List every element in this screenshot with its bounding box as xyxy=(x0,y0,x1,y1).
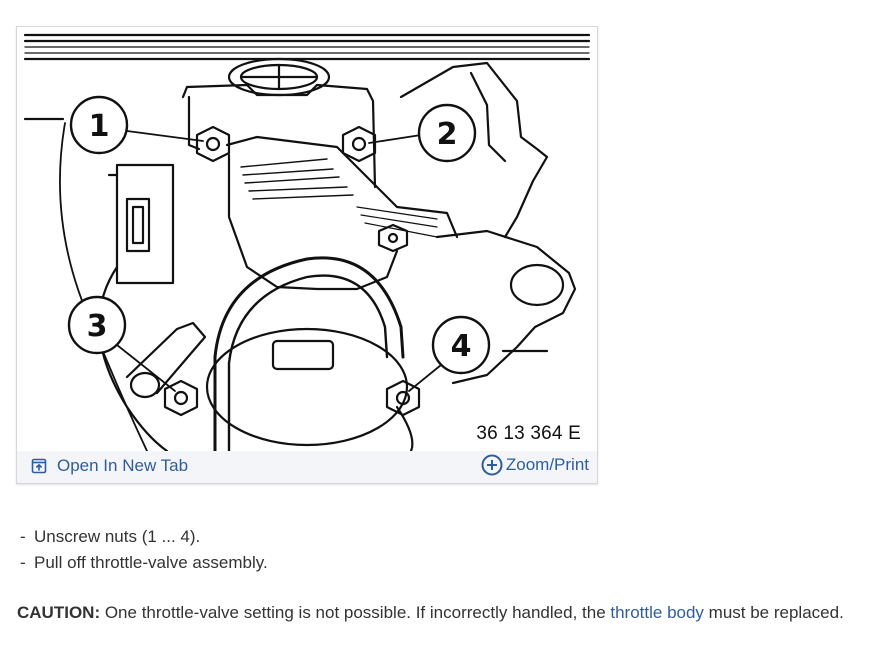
nut-1 xyxy=(195,125,231,163)
open-in-new-tab-label: Open In New Tab xyxy=(57,456,189,475)
sensor-housing xyxy=(115,163,175,285)
small-hex-nut xyxy=(377,223,409,253)
nut-4 xyxy=(385,379,421,417)
intake-arch-outer xyxy=(213,256,405,451)
throttle-plate xyxy=(271,339,335,371)
throttle-body-top xyxy=(225,135,459,239)
intake-arch-inner xyxy=(227,274,389,451)
open-new-tab-icon xyxy=(31,458,47,474)
callout-circle-1 xyxy=(69,95,129,155)
callout-leader-2 xyxy=(368,134,422,144)
callout-leader-4 xyxy=(408,364,442,392)
diagram-drawing: 1 2 3 4 xyxy=(23,33,591,451)
throttle-bore xyxy=(205,327,409,447)
caution-text-before: One throttle-valve setting is not possib… xyxy=(100,603,611,622)
throttle-valve-diagram[interactable]: 1 2 3 4 36 13 364 E xyxy=(17,27,597,451)
intake-bracket xyxy=(399,61,549,239)
callout-circle-2 xyxy=(417,103,477,163)
lower-left-pipe xyxy=(125,321,207,395)
callout-number-4: 4 xyxy=(451,329,472,364)
right-flange xyxy=(435,229,577,385)
small-hex-nut-hole xyxy=(387,232,399,244)
nut-3 xyxy=(163,379,199,417)
step-bullet: - xyxy=(20,527,26,546)
callout-number-1: 1 xyxy=(89,109,110,144)
callout-leader-1 xyxy=(126,130,204,142)
upper-housing xyxy=(181,83,377,189)
figure-code: 36 13 364 E xyxy=(476,423,581,444)
open-in-new-tab-link[interactable]: Open In New Tab xyxy=(31,456,188,476)
sensor-connector-pin xyxy=(131,205,145,245)
callout-circle-4 xyxy=(431,315,491,375)
caution-text-after: must be replaced. xyxy=(703,603,844,622)
procedure-steps: -Unscrew nuts (1 ... 4). -Pull off throt… xyxy=(20,524,268,576)
throttle-body-ribs xyxy=(240,158,354,200)
step-item: -Pull off throttle-valve assembly. xyxy=(20,550,268,576)
caution-note: CAUTION: One throttle-valve setting is n… xyxy=(17,603,892,623)
nut-2 xyxy=(341,125,377,163)
throttle-body-side xyxy=(227,153,399,291)
callout-number-2: 2 xyxy=(437,117,458,152)
step-text: Pull off throttle-valve assembly. xyxy=(34,553,268,572)
zoom-plus-icon xyxy=(481,454,503,476)
step-item: -Unscrew nuts (1 ... 4). xyxy=(20,524,268,550)
intake-bracket-inner xyxy=(469,71,507,163)
flange-hole xyxy=(509,263,565,307)
lower-right-contour xyxy=(395,405,414,451)
zoom-print-link[interactable]: Zoom/Print xyxy=(481,454,589,476)
figure-card: 1 2 3 4 36 13 364 E Open In New Tab Zoom… xyxy=(16,26,598,484)
callout-leader-3 xyxy=(116,344,176,392)
step-bullet: - xyxy=(20,553,26,572)
step-text: Unscrew nuts (1 ... 4). xyxy=(34,527,201,546)
throttle-body-link[interactable]: throttle body xyxy=(610,603,704,622)
callout-circle-3 xyxy=(67,295,127,355)
left-outer-contour xyxy=(98,265,169,451)
lower-left-pipe-end xyxy=(129,371,161,399)
zoom-print-label: Zoom/Print xyxy=(505,455,589,474)
sensor-connector xyxy=(125,197,151,253)
upper-housing-left xyxy=(187,95,201,151)
callout-number-3: 3 xyxy=(87,309,108,344)
throttle-body-ribs xyxy=(356,206,438,238)
caution-label: CAUTION: xyxy=(17,603,101,622)
left-outer-curve xyxy=(59,122,148,451)
figure-action-bar: Open In New Tab Zoom/Print xyxy=(17,451,597,483)
